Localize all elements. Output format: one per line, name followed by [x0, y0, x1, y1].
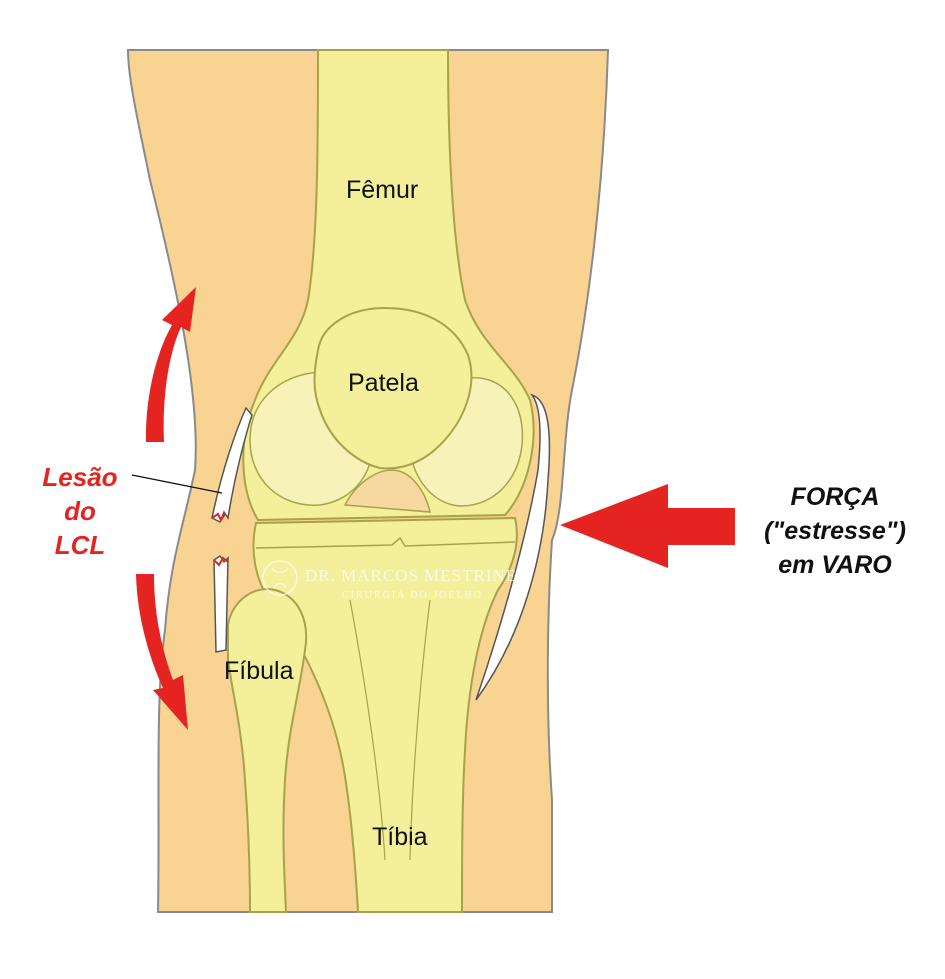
lcl-lower-fragment [213, 554, 229, 653]
watermark-logo-icon [262, 560, 298, 596]
lcl-injury-line-2: do [64, 496, 96, 526]
tear-marks [211, 512, 229, 567]
patella-bone [313, 306, 473, 470]
watermark-name: DR. MARCOS MESTRINER [305, 566, 530, 585]
fibula-label: Fíbula [224, 657, 294, 685]
intercondylar-notch [343, 469, 431, 513]
mcl-ligament [475, 393, 551, 701]
tibia-inner-lines [349, 599, 431, 861]
arrow-up-icon [145, 287, 196, 442]
force-line-1: FORÇA [790, 483, 880, 511]
force-line-2: ("estresse") [764, 517, 906, 545]
force-arrow-icon [560, 484, 735, 568]
femur-label: Fêmur [346, 176, 419, 204]
lcl-injury-line-1: Lesão [42, 462, 118, 492]
force-line-3: em VARO [778, 551, 892, 579]
arrow-down-icon [136, 574, 188, 730]
varus-force-label: FORÇA ("estresse") em VARO [740, 480, 930, 582]
lcl-injury-line-3: LCL [54, 530, 106, 560]
lcl-upper-fragment [211, 406, 253, 524]
patella-label: Patela [348, 369, 419, 397]
tibia-label: Tíbia [372, 823, 428, 851]
lcl-injury-label: Lesão do LCL [30, 460, 130, 562]
lcl-leader-line [131, 474, 223, 494]
tibia-plateau-line [255, 536, 516, 549]
watermark-subtitle: CIRURGIA DO JOELHO [342, 590, 483, 601]
